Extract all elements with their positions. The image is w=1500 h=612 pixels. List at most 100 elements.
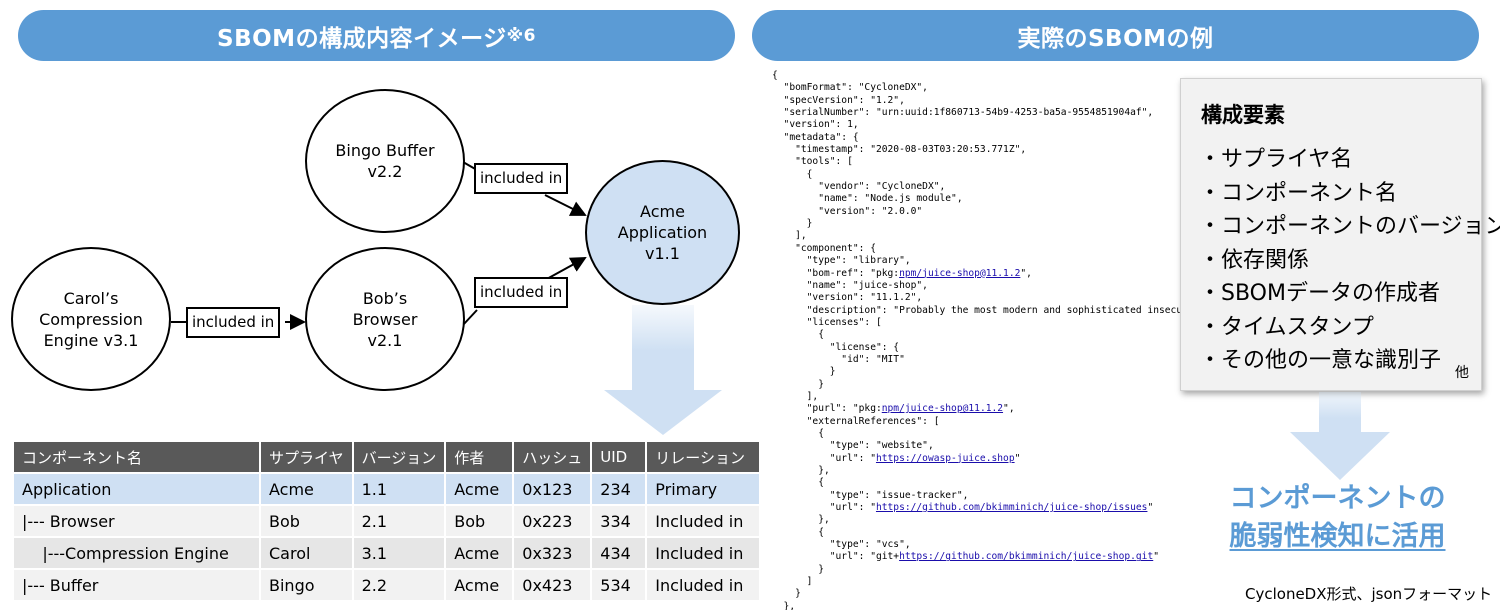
list-item: ・タイムスタンプ: [1199, 314, 1374, 340]
list-item: ・SBOMデータの作成者: [1199, 281, 1440, 306]
code-line: "url": "git+https://github.com/bkimminic…: [772, 551, 1182, 563]
format-note: CycloneDX形式、jsonフォーマット: [1245, 585, 1493, 603]
code-line: "type": "vcs",: [772, 539, 911, 551]
cell-supplier: Bob: [261, 506, 352, 536]
cell-version: 2.2: [353, 570, 445, 600]
code-line: "bom-ref": "pkg:npm/juice-shop@11.1.2",: [772, 268, 1182, 280]
cell-author: Acme: [446, 474, 513, 504]
code-link[interactable]: https://github.com/bkimminich/juice-shop…: [899, 551, 1154, 563]
code-line: {: [772, 427, 824, 439]
cell-relation: Primary: [647, 474, 760, 504]
column-header-author: 作者: [446, 442, 513, 472]
table-header-row: コンポーネント名 サプライヤ バージョン 作者 ハッシュ UID リレーション: [14, 442, 760, 472]
cell-author: Acme: [446, 538, 513, 568]
cell-component-name: Application: [14, 474, 259, 504]
code-line: {: [772, 70, 778, 81]
code-line: }: [772, 378, 824, 390]
column-header-version: バージョン: [353, 442, 445, 472]
down-arrow-icon: [1290, 392, 1390, 480]
callout-line-1: コンポーネントの: [1229, 483, 1446, 514]
edge-label-included-in: included in: [474, 277, 569, 308]
code-line: {: [772, 477, 824, 489]
code-text: "url": ": [772, 452, 876, 464]
code-line: "tools": [: [772, 156, 853, 168]
right-section-header: 実際のSBOMの例: [752, 10, 1479, 61]
code-line: "purl": "pkg:npm/juice-shop@11.1.2",: [772, 403, 1182, 415]
code-line: "specVersion": "1.2",: [772, 94, 905, 106]
code-text: ",: [1020, 267, 1032, 279]
code-line: "type": "issue-tracker",: [772, 489, 969, 501]
code-link[interactable]: npm/juice-shop@11.1.2: [899, 267, 1021, 279]
elements-box-title: 構成要素: [1201, 103, 1285, 127]
code-text: ": [1153, 551, 1160, 563]
code-line: "licenses": [: [772, 316, 882, 328]
code-line: "version": "11.1.2",: [772, 292, 923, 304]
code-text: "url": ": [772, 502, 876, 514]
node-bingo-buffer: Bingo Buffer v2.2: [305, 89, 465, 233]
down-arrow-to-table: [604, 305, 722, 435]
code-line: "type": "library",: [772, 255, 911, 267]
code-link[interactable]: https://owasp-juice.shop: [875, 452, 1015, 464]
code-line: "url": "https://github.com/bkimminich/ju…: [772, 502, 1182, 514]
code-line: "id": "MIT": [772, 353, 905, 365]
node-bobs-browser: Bob’s Browser v2.1: [305, 247, 465, 391]
node-acme-application: Acme Application v1.1: [585, 160, 740, 305]
code-line: }: [772, 366, 836, 378]
dependency-diagram-edges: [171, 161, 722, 435]
code-line: "type": "website",: [772, 440, 934, 452]
cell-hash: 0x223: [514, 506, 591, 536]
code-line: "version": "2.0.0": [772, 205, 923, 217]
cell-hash: 0x323: [514, 538, 591, 568]
column-header-hash: ハッシュ: [514, 442, 591, 472]
cell-relation: Included in: [647, 538, 760, 568]
cell-version: 3.1: [353, 538, 445, 568]
cell-author: Bob: [446, 506, 513, 536]
code-line: "name": "juice-shop",: [772, 279, 928, 291]
code-line: {: [772, 526, 824, 538]
code-link[interactable]: npm/juice-shop@11.1.2: [881, 403, 1004, 415]
cell-supplier: Bingo: [261, 570, 352, 600]
code-line: },: [772, 465, 830, 476]
code-text: "purl": "pkg:: [772, 403, 882, 415]
cell-author: Acme: [446, 570, 513, 600]
list-item: ・サプライヤ名: [1199, 147, 1353, 172]
code-line: "serialNumber": "urn:uuid:1f860713-54b9-…: [772, 107, 1154, 119]
edge-bingo-to-acme-arrow: [544, 194, 587, 216]
code-line: "name": "Node.js module",: [772, 193, 963, 205]
sbom-elements-box: 構成要素 ・サプライヤ名 ・コンポーネント名 ・コンポーネントのバージョン ・依…: [1180, 78, 1500, 391]
elements-etc-note: 他: [1455, 365, 1469, 381]
code-link[interactable]: https://github.com/bkimminich/juice-shop…: [875, 502, 1148, 514]
code-line: },: [772, 600, 796, 610]
code-line: ],: [772, 230, 807, 242]
cell-component-name: |--- Browser: [14, 506, 259, 536]
right-section-title: 実際のSBOMの例: [1017, 25, 1214, 52]
cell-supplier: Acme: [261, 474, 352, 504]
code-line: "url": "https://owasp-juice.shop": [772, 453, 1182, 465]
cell-uid: 234: [592, 474, 646, 504]
code-line: {: [772, 168, 813, 180]
code-text: "url": "git+: [772, 551, 900, 563]
code-line: "bomFormat": "CycloneDX",: [772, 82, 928, 94]
list-item: ・依存関係: [1199, 247, 1310, 273]
code-line: "timestamp": "2020-08-03T03:20:53.771Z",: [772, 144, 1027, 156]
cyclonedx-json-sample: { "bomFormat": "CycloneDX", "specVersion…: [772, 70, 1182, 610]
edge-bob-to-acme: [462, 309, 478, 326]
cell-relation: Included in: [647, 506, 760, 536]
code-line: ]: [772, 576, 813, 588]
left-section-title: SBOMの構成内容イメージ: [217, 25, 507, 52]
edge-label-included-in: included in: [474, 163, 569, 194]
list-item: ・その他の一意な識別子: [1199, 348, 1442, 373]
cell-component-name: |---Compression Engine: [14, 538, 259, 568]
column-header-relation: リレーション: [647, 442, 760, 472]
code-line: }: [772, 563, 824, 575]
footnote-marker: ※6: [506, 25, 536, 46]
callout-line-2: 脆弱性検知に活用: [1229, 521, 1446, 552]
code-line: "metadata": {: [772, 131, 859, 143]
code-line: }: [772, 588, 801, 600]
cell-version: 2.1: [353, 506, 445, 536]
code-line: {: [772, 329, 824, 341]
